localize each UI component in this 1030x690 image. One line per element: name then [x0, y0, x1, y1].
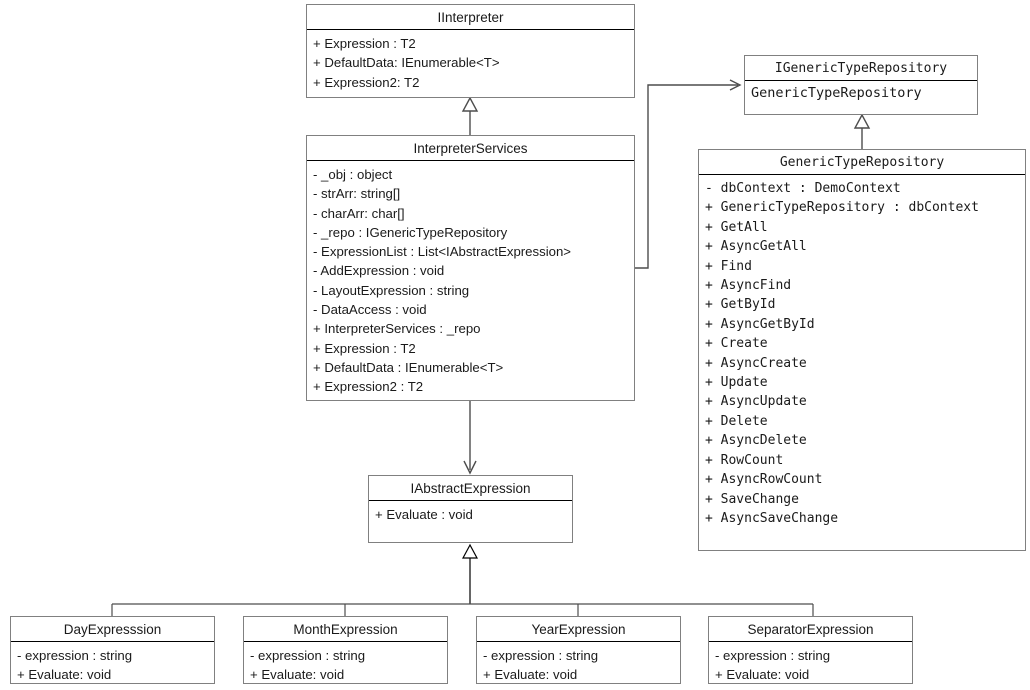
class-box-iabstractexpression[interactable]: IAbstractExpression + Evaluate : void [368, 475, 573, 543]
class-box-igenerictyperepository[interactable]: IGenericTypeRepository GenericTypeReposi… [744, 55, 978, 115]
class-member: - expression : string [715, 648, 831, 663]
class-members-yearexpression: - expression : string + Evaluate: void [477, 642, 680, 689]
class-member: - ExpressionList : List<IAbstractExpress… [313, 244, 571, 260]
class-member: + Delete [705, 413, 768, 429]
class-members-iinterpreter: + Expression : T2 + DefaultData: IEnumer… [307, 30, 634, 96]
class-members-monthexpression: - expression : string + Evaluate: void [244, 642, 447, 689]
class-member: - DataAccess : void [313, 302, 427, 318]
class-member: + GetById [705, 297, 776, 313]
class-member: + AsyncDelete [705, 433, 807, 449]
class-title-monthexpression: MonthExpression [244, 617, 447, 642]
class-member: + Evaluate: void [483, 667, 578, 683]
class-title-yearexpression: YearExpression [477, 617, 680, 642]
class-member: + DefaultData : IEnumerable<T> [313, 359, 504, 375]
class-member: + AsyncRowCount [705, 472, 823, 488]
class-member: - charArr: char[] [313, 205, 405, 221]
class-member: + Create [705, 336, 768, 352]
class-member: - dbContext : DemoContext [705, 181, 901, 196]
class-member: - AddExpression : void [313, 263, 445, 279]
class-member: + AsyncGetAll [705, 239, 807, 255]
class-member: + Expression : T2 [313, 340, 416, 356]
class-member: + Evaluate: void [715, 667, 810, 683]
class-title-generictyperepository: GenericTypeRepository [699, 150, 1025, 175]
class-member: + Expression2 : T2 [313, 379, 424, 395]
class-title-dayexpresssion: DayExpresssion [11, 617, 214, 642]
relation-generictyperepository-to-igenerictyperepository [853, 113, 871, 149]
class-title-separatorexpression: SeparatorExpression [709, 617, 912, 642]
class-box-monthexpression[interactable]: MonthExpression - expression : string + … [243, 616, 448, 684]
class-member: + AsyncUpdate [705, 394, 807, 410]
class-members-igenerictyperepository: GenericTypeRepository [745, 81, 977, 107]
class-member: + Update [705, 375, 768, 391]
class-member: - expression : string [483, 648, 599, 663]
class-member: - strArr: string[] [313, 186, 401, 202]
relation-expressions-to-iabstractexpression [111, 543, 814, 616]
class-member: + Expression : T2 [313, 36, 416, 51]
class-member: + SaveChange [705, 491, 799, 507]
class-box-dayexpresssion[interactable]: DayExpresssion - expression : string + E… [10, 616, 215, 684]
class-member: - _obj : object [313, 167, 393, 182]
class-box-yearexpression[interactable]: YearExpression - expression : string + E… [476, 616, 681, 684]
class-title-iinterpreter: IInterpreter [307, 5, 634, 30]
class-member: - _repo : IGenericTypeRepository [313, 224, 508, 240]
class-member: + GetAll [705, 219, 768, 235]
class-member: - LayoutExpression : string [313, 282, 470, 298]
class-member: + AsyncCreate [705, 355, 807, 371]
class-title-igenerictyperepository: IGenericTypeRepository [745, 56, 977, 81]
relation-interpreterservices-to-iabstractexpression [463, 401, 477, 475]
class-member: + Expression2: T2 [313, 74, 420, 90]
relation-interpreterservices-to-iinterpreter [461, 96, 479, 135]
class-box-separatorexpression[interactable]: SeparatorExpression - expression : strin… [708, 616, 913, 684]
class-box-generictyperepository[interactable]: GenericTypeRepository - dbContext : Demo… [698, 149, 1026, 551]
class-members-dayexpresssion: - expression : string + Evaluate: void [11, 642, 214, 689]
class-member: + Find [705, 258, 752, 274]
class-member: + Evaluate: void [17, 667, 112, 683]
class-title-iabstractexpression: IAbstractExpression [369, 476, 572, 501]
class-member: + Evaluate : void [375, 507, 473, 522]
class-member: + AsyncFind [705, 278, 792, 294]
class-members-generictyperepository: - dbContext : DemoContext + GenericTypeR… [699, 175, 1025, 532]
class-members-interpreterservices: - _obj : object - strArr: string[] - cha… [307, 161, 634, 401]
class-box-iinterpreter[interactable]: IInterpreter + Expression : T2 + Default… [306, 4, 635, 98]
class-member: + InterpreterServices : _repo [313, 321, 481, 337]
class-member: + DefaultData: IEnumerable<T> [313, 55, 500, 71]
class-member: + AsyncGetById [705, 316, 815, 332]
class-member: + AsyncSaveChange [705, 510, 839, 526]
class-box-interpreterservices[interactable]: InterpreterServices - _obj : object - st… [306, 135, 635, 401]
class-member: - expression : string [17, 648, 133, 663]
class-members-separatorexpression: - expression : string + Evaluate: void [709, 642, 912, 689]
class-title-interpreterservices: InterpreterServices [307, 136, 634, 161]
class-member: + RowCount [705, 452, 784, 468]
class-member: - expression : string [250, 648, 366, 663]
class-member: + GenericTypeRepository : dbContext [705, 200, 979, 216]
class-member: + Evaluate: void [250, 667, 345, 683]
class-members-iabstractexpression: + Evaluate : void [369, 501, 572, 528]
class-member: GenericTypeRepository [751, 85, 922, 101]
